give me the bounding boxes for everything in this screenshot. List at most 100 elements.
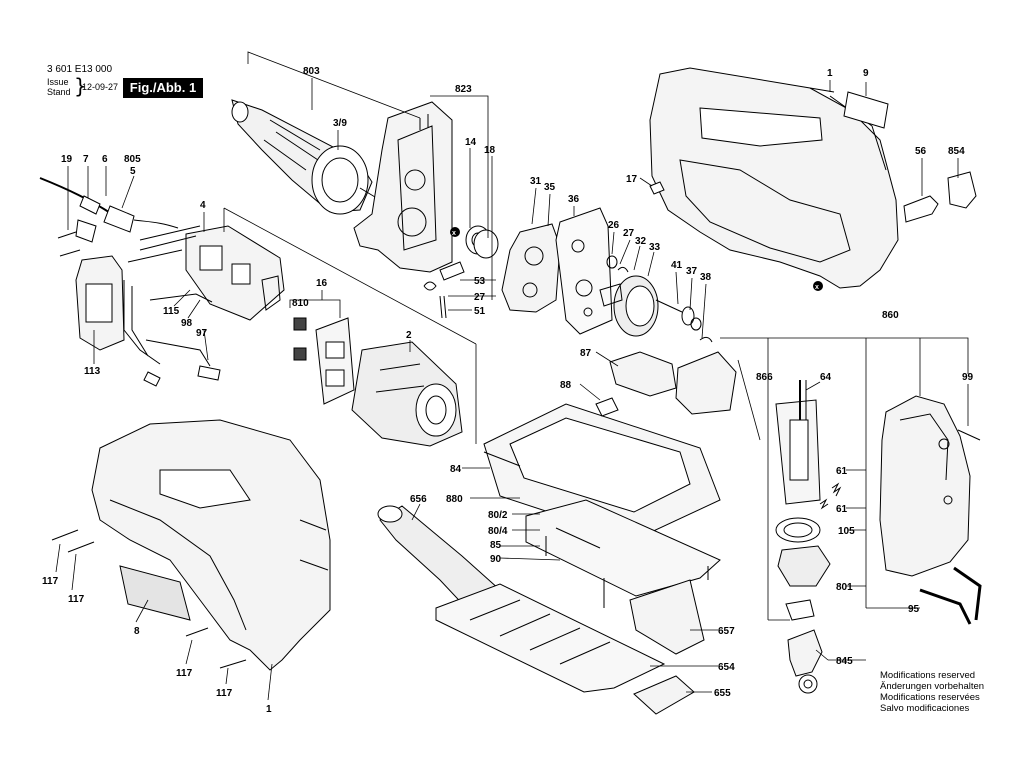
issue-date: 12-09-27: [82, 82, 119, 92]
screws-part-117: [51, 529, 247, 669]
label-805: 805: [124, 154, 141, 165]
label-823: 823: [455, 84, 472, 95]
wiring-part-115: [123, 225, 221, 387]
label-1-top: 1: [827, 68, 833, 79]
notice-line-en: Modifications reserved: [880, 670, 976, 681]
label-3-9: 3/9: [333, 118, 347, 129]
label-860: 860: [882, 310, 899, 321]
label-9: 9: [863, 68, 869, 79]
label-117-c: 117: [176, 668, 193, 679]
screw-part-85: [545, 536, 709, 608]
label-801: 801: [836, 582, 853, 593]
switch-lever-part-56: [903, 171, 977, 223]
label-8: 8: [134, 626, 140, 637]
label-33: 33: [649, 242, 661, 253]
label-97: 97: [196, 328, 208, 339]
insert-part-655: [633, 675, 695, 715]
label-18: 18: [484, 145, 496, 156]
notice-line-es: Salvo modificaciones: [880, 703, 970, 714]
label-80-2: 80/2: [488, 510, 508, 521]
notice-line-fr: Modifications reservées: [880, 692, 980, 703]
brush-holder-part-16: [315, 317, 355, 405]
label-99: 99: [962, 372, 974, 383]
guide-bracket-part-87: [609, 351, 737, 415]
label-51: 51: [474, 306, 486, 317]
part-number-labels: 803 3/9 823 14 18 1 9 56 854 17 19 7 6 8…: [42, 66, 974, 715]
label-27: 27: [474, 292, 486, 303]
switch-part-4: [185, 225, 285, 321]
label-84: 84: [450, 464, 462, 475]
field-stator-part-2: [351, 341, 463, 447]
label-803: 803: [303, 66, 320, 77]
roller-guide-part-845: [787, 629, 823, 694]
label-88: 88: [560, 380, 572, 391]
svg-text:x: x: [815, 284, 819, 291]
leader-lines: [55, 51, 969, 701]
label-16: 16: [316, 278, 328, 289]
label-105: 105: [838, 526, 855, 537]
label-117-b: 117: [68, 594, 85, 605]
label-4: 4: [200, 200, 206, 211]
label-117-a: 117: [42, 576, 59, 587]
carbon-brushes-part-810: [293, 317, 307, 361]
label-56: 56: [915, 146, 927, 157]
label-845: 845: [836, 656, 853, 667]
base-cover-part-654: [435, 583, 666, 693]
pin-part-53: [423, 261, 465, 319]
label-854: 854: [948, 146, 965, 157]
label-6: 6: [102, 154, 108, 165]
document-number: 3 601 E13 000: [47, 64, 113, 75]
cover-part-657: [629, 579, 705, 655]
label-41: 41: [671, 260, 683, 271]
label-19: 19: [61, 154, 73, 165]
suppressor-part-113: [75, 255, 125, 351]
label-14: 14: [465, 137, 477, 148]
motor-plate-part-823: [353, 101, 453, 273]
label-90: 90: [490, 554, 502, 565]
label-87: 87: [580, 348, 592, 359]
label-654: 654: [718, 662, 735, 673]
washer-part-26: [606, 255, 629, 273]
label-35: 35: [544, 182, 556, 193]
label-5: 5: [130, 166, 136, 177]
figure-badge: Fig./Abb. 1: [123, 78, 203, 98]
label-95: 95: [908, 604, 920, 615]
reference-markers: x x: [450, 227, 823, 291]
guard-part-860: [879, 395, 981, 577]
label-17: 17: [626, 174, 638, 185]
label-2: 2: [406, 330, 412, 341]
gear-part-33: [599, 275, 713, 343]
label-part-8: [119, 565, 191, 621]
stand-label: Stand: [47, 87, 71, 97]
label-880: 880: [446, 494, 463, 505]
label-64: 64: [820, 372, 832, 383]
gear-plate-part-31: [501, 223, 561, 313]
svg-text:x: x: [452, 230, 456, 237]
label-31: 31: [530, 176, 542, 187]
label-sticker-part-9: [843, 91, 889, 129]
label-85: 85: [490, 540, 502, 551]
label-27-right: 27: [623, 228, 635, 239]
label-656: 656: [410, 494, 427, 505]
label-37: 37: [686, 266, 698, 277]
label-655: 655: [714, 688, 731, 699]
label-113: 113: [84, 366, 101, 377]
wire-part-95: [919, 566, 982, 625]
label-657: 657: [718, 626, 735, 637]
label-26: 26: [608, 220, 620, 231]
base-plate-part-80-4: [525, 499, 721, 597]
label-7: 7: [83, 154, 89, 165]
label-866: 866: [756, 372, 773, 383]
label-80-4: 80/4: [488, 526, 508, 537]
housing-shell-part-1-lower: [91, 419, 331, 671]
bearing-part-14: [465, 225, 499, 259]
label-117-d: 117: [216, 688, 233, 699]
label-1-bottom: 1: [266, 704, 272, 715]
housing-shell-part-1: [649, 67, 899, 289]
label-810: 810: [292, 298, 309, 309]
roller-part-105: [775, 517, 831, 621]
pin-part-17: [649, 181, 665, 195]
brace-symbol: }: [74, 74, 87, 98]
label-61-a: 61: [836, 466, 848, 477]
